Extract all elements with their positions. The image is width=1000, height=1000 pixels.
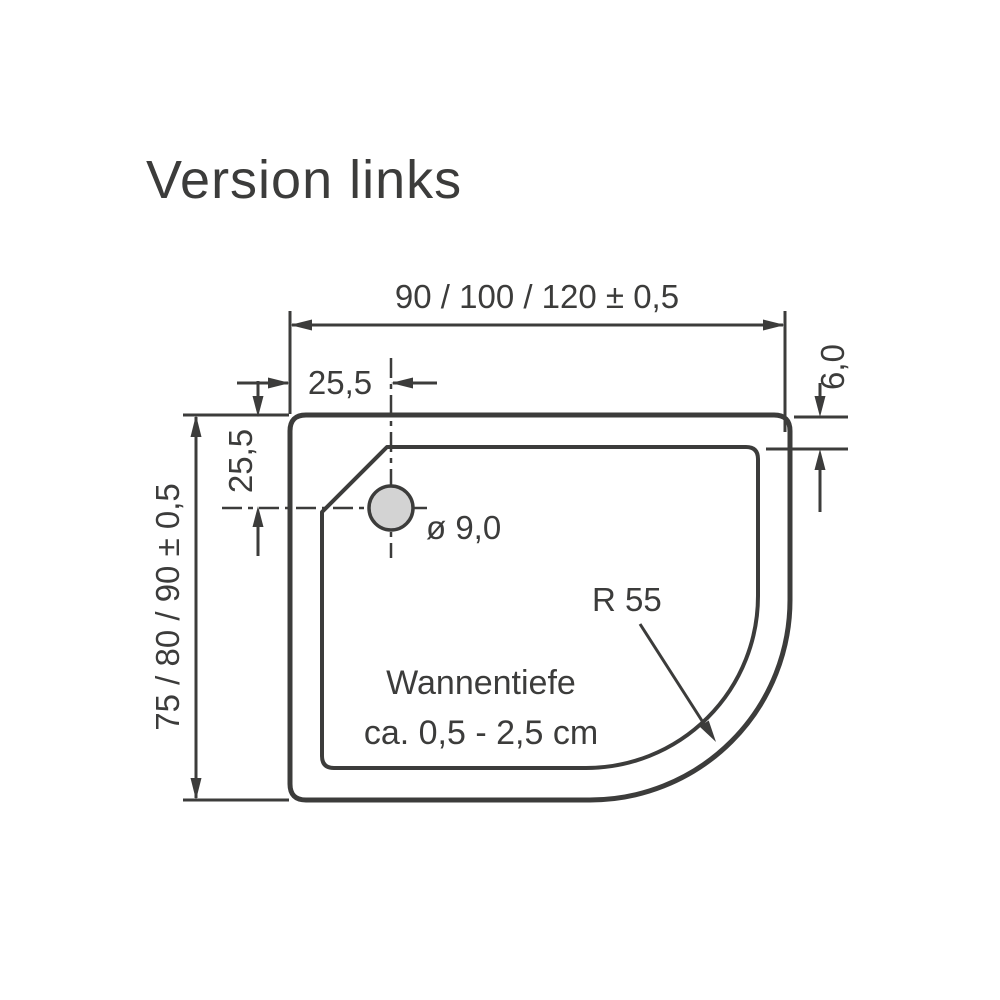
drain-offset-x-value: 25,5 bbox=[308, 364, 372, 401]
arrowhead-up bbox=[190, 415, 202, 437]
arrowhead-left bbox=[290, 319, 312, 331]
page-title: Version links bbox=[146, 150, 462, 210]
leader-line bbox=[638, 623, 708, 728]
rim-width-value: 6,0 bbox=[814, 344, 851, 390]
arrowhead-leader bbox=[699, 720, 716, 742]
arrowhead-down bbox=[814, 396, 826, 417]
top-width-value: 90 / 100 / 120 ± 0,5 bbox=[395, 278, 679, 315]
corner-radius-value: R 55 bbox=[592, 581, 662, 618]
left-depth-value: 75 / 80 / 90 ± 0,5 bbox=[149, 483, 186, 730]
basin-depth-note: Wannentiefe ca. 0,5 - 2,5 cm bbox=[364, 664, 598, 752]
corner-radius-dimension: R 55 bbox=[592, 581, 716, 742]
top-width-dimension: 90 / 100 / 120 ± 0,5 bbox=[288, 278, 787, 432]
drain-offset-y-dimension: 25,5 bbox=[222, 381, 264, 556]
drain-diameter-value: ø 9,0 bbox=[426, 509, 501, 546]
rim-width-dimension: 6,0 bbox=[766, 344, 851, 512]
drain-offset-y-value: 25,5 bbox=[222, 429, 259, 493]
arrowhead-left bbox=[268, 377, 290, 389]
arrowhead-right bbox=[391, 377, 413, 389]
depth-note-line1: Wannentiefe bbox=[386, 664, 576, 702]
left-depth-dimension: 75 / 80 / 90 ± 0,5 bbox=[149, 413, 289, 802]
arrowhead-right bbox=[763, 319, 785, 331]
depth-note-line2: ca. 0,5 - 2,5 cm bbox=[364, 714, 598, 752]
drain-icon bbox=[367, 484, 415, 532]
arrowhead-up bbox=[252, 506, 264, 527]
arrowhead-down bbox=[190, 778, 202, 800]
arrowhead-down bbox=[252, 396, 264, 417]
arrowhead-up bbox=[814, 449, 826, 470]
drain-offset-x-dimension: 25,5 bbox=[237, 364, 437, 401]
tray-outer-outline bbox=[287, 412, 793, 803]
